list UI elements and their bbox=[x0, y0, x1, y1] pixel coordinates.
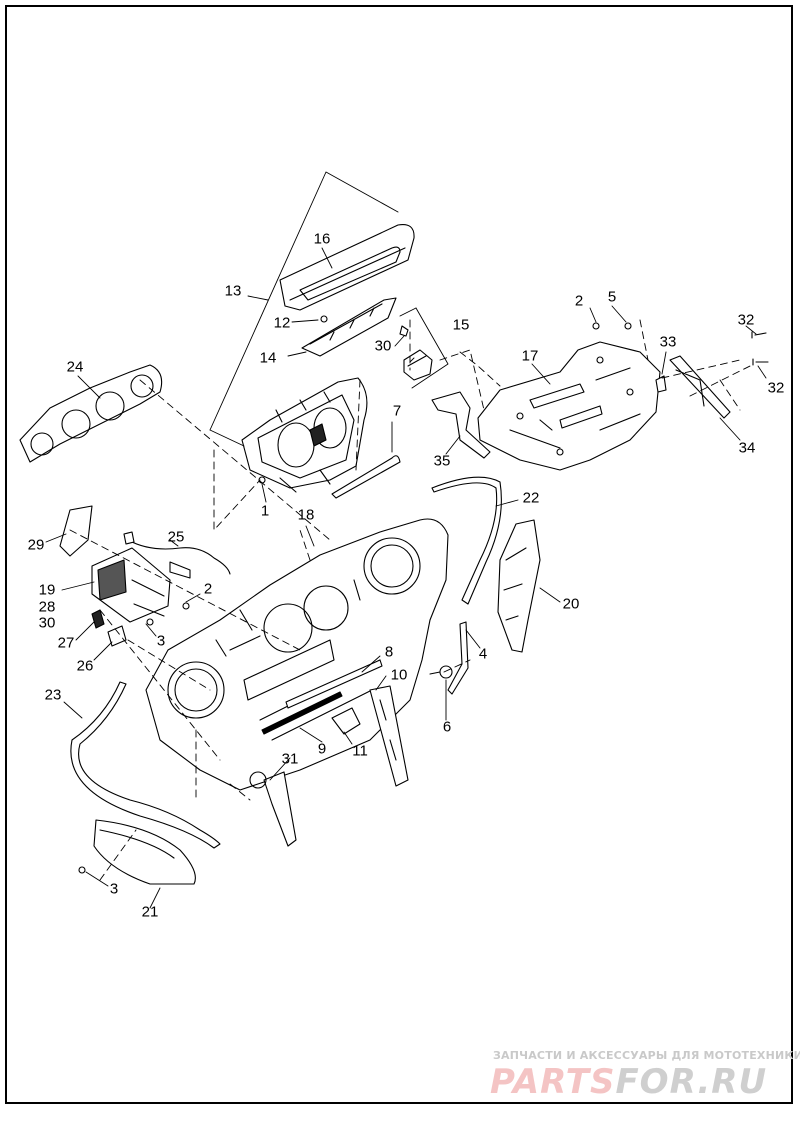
callout-14: 14 bbox=[259, 349, 277, 367]
part-13-instrument-pod bbox=[241, 377, 368, 493]
part-8-rod bbox=[285, 659, 383, 709]
part-24-gauge-bezel bbox=[19, 364, 163, 463]
callout-6: 6 bbox=[442, 718, 452, 736]
part-29-lens bbox=[59, 505, 93, 557]
part-20-side-panel bbox=[497, 519, 541, 653]
part-4-seal bbox=[447, 621, 469, 695]
callout-3-bottom: 3 bbox=[109, 880, 119, 898]
part-35-bracket bbox=[431, 391, 491, 459]
callout-13: 13 bbox=[224, 282, 242, 300]
callout-33: 33 bbox=[659, 333, 677, 351]
part-16-pod-cover bbox=[279, 223, 415, 311]
callout-15: 15 bbox=[452, 316, 470, 334]
part-21-lower-trim bbox=[93, 819, 196, 885]
watermark-logo-part2: FOR.RU bbox=[615, 1062, 768, 1102]
callout-35: 35 bbox=[433, 452, 451, 470]
callout-28: 28 bbox=[38, 598, 56, 616]
part-7-trim-strip bbox=[331, 455, 401, 499]
callout-3-mid: 3 bbox=[156, 632, 166, 650]
watermark-logo-part1: PARTS bbox=[490, 1062, 616, 1102]
callout-29: 29 bbox=[27, 536, 45, 554]
part-9-rod bbox=[261, 691, 343, 735]
callout-22: 22 bbox=[522, 489, 540, 507]
leader-lines bbox=[45, 247, 767, 909]
part-11-clip bbox=[331, 707, 361, 735]
callout-8: 8 bbox=[384, 643, 394, 661]
callout-17: 17 bbox=[521, 347, 539, 365]
part-32-screws bbox=[751, 331, 769, 366]
part-27-clip bbox=[91, 609, 105, 629]
callout-20: 20 bbox=[562, 595, 580, 613]
part-34-bracket bbox=[655, 355, 731, 419]
callout-30-top: 30 bbox=[374, 337, 392, 355]
part-10-brace bbox=[369, 685, 409, 787]
callout-2-top: 2 bbox=[574, 292, 584, 310]
callout-16: 16 bbox=[313, 230, 331, 248]
watermark-logo: PARTSFOR.RU bbox=[490, 1062, 767, 1102]
watermark-tagline: ЗАПЧАСТИ И АКСЕССУАРЫ ДЛЯ МОТОТЕХНИКИ bbox=[493, 1049, 800, 1062]
callout-34: 34 bbox=[738, 439, 756, 457]
callout-32-top: 32 bbox=[737, 311, 755, 329]
callout-4: 4 bbox=[478, 645, 488, 663]
callout-11: 11 bbox=[352, 742, 368, 760]
callout-18: 18 bbox=[297, 506, 315, 524]
part-22-seal bbox=[431, 476, 502, 605]
callout-12: 12 bbox=[273, 314, 291, 332]
part-6-fastener bbox=[429, 665, 453, 679]
diagram-frame bbox=[5, 5, 793, 1104]
callout-2-mid: 2 bbox=[203, 580, 213, 598]
callout-23: 23 bbox=[44, 686, 62, 704]
callout-1: 1 bbox=[260, 502, 270, 520]
part-18-inner-fairing bbox=[145, 518, 449, 791]
callout-21: 21 bbox=[141, 903, 159, 921]
part-14-bracket bbox=[301, 297, 397, 357]
part-15-module bbox=[399, 325, 433, 381]
group-bracket-lines bbox=[209, 171, 449, 447]
callout-27: 27 bbox=[57, 634, 75, 652]
callout-26: 26 bbox=[76, 657, 94, 675]
callout-9: 9 bbox=[317, 740, 327, 758]
callout-7: 7 bbox=[392, 402, 402, 420]
part-23-seal bbox=[70, 681, 221, 849]
part-26-connector bbox=[107, 625, 127, 647]
callout-10: 10 bbox=[390, 666, 408, 684]
callout-31: 31 bbox=[281, 750, 299, 768]
callout-25: 25 bbox=[167, 528, 185, 546]
callout-30-mid: 30 bbox=[38, 614, 56, 632]
callout-32-bottom: 32 bbox=[767, 379, 785, 397]
callout-24: 24 bbox=[66, 358, 84, 376]
part-31-mount bbox=[249, 771, 297, 847]
part-25-cable bbox=[123, 531, 231, 579]
callout-5: 5 bbox=[607, 288, 617, 306]
assembly-dashed-lines bbox=[69, 319, 751, 881]
callout-19: 19 bbox=[38, 581, 56, 599]
part-17-inner-panel bbox=[477, 341, 661, 471]
part-19-radio-unit bbox=[91, 547, 171, 623]
